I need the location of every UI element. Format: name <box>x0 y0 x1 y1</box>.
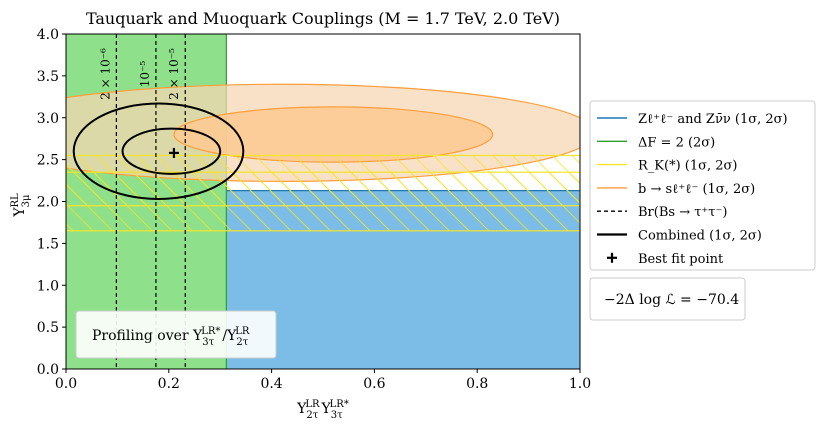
legend-label-bsll: b → sℓ⁺ℓ⁻ (1σ, 2σ) <box>638 182 755 197</box>
legend-entry-comb: Combined (1σ, 2σ) <box>597 229 762 244</box>
br-lines: 2 × 10⁻⁶ 10⁻⁵ 2 × 10⁻⁵ <box>98 34 186 369</box>
chart-title: Tauquark and Muoquark Couplings (M = 1.7… <box>86 9 560 28</box>
profiling-box: Profiling over Y3τLR*/Y2τLR <box>75 310 277 359</box>
y-tick-label-6: 3.0 <box>37 111 59 127</box>
y-tick-label-5: 2.5 <box>37 153 59 169</box>
y-tick-label-3: 1.5 <box>37 236 59 252</box>
legend-label-best: Best fit point <box>638 252 724 267</box>
y-tick-label-7: 3.5 <box>37 69 59 85</box>
legend-label-br: Br(Bs → τ⁺τ⁻) <box>638 205 727 220</box>
legend-box <box>589 100 816 271</box>
bsll-1sigma-region <box>173 106 494 163</box>
y-tick-label-0: 0.0 <box>37 362 59 378</box>
loglik-text: −2Δ log ℒ = −70.4 <box>604 292 739 308</box>
x-tick-label-0: 0.0 <box>55 376 77 392</box>
profiling-text: Profiling over Y3τLR*/Y2τLR <box>92 326 250 348</box>
y-axis-title: Y3μRL <box>10 193 32 218</box>
contours <box>72 102 245 200</box>
best-fit-marker <box>168 147 179 158</box>
legend-label-z: Zℓ⁺ℓ⁻ and Zν̄ν (1σ, 2σ) <box>638 112 788 127</box>
legend: Zℓ⁺ℓ⁻ and Zν̄ν (1σ, 2σ) ΔF = 2 (2σ) R_K(*)… <box>589 100 816 271</box>
x-tick-label-1: 0.2 <box>158 376 180 392</box>
plot-area: 2 × 10⁻⁶ 10⁻⁵ 2 × 10⁻⁵ <box>66 34 580 369</box>
x-tick-label-5: 1.0 <box>569 376 591 392</box>
combined-2sigma-contour <box>72 102 245 200</box>
y-tick-label-4: 2.0 <box>37 195 59 211</box>
legend-entry-br: Br(Bs → τ⁺τ⁻) <box>597 205 727 220</box>
combined-1sigma-contour <box>121 127 222 175</box>
br-label-2: 2 × 10⁻⁵ <box>167 48 181 100</box>
legend-items: Zℓ⁺ℓ⁻ and Zν̄ν (1σ, 2σ) ΔF = 2 (2σ) R_K(*)… <box>597 112 788 267</box>
br-label-0: 2 × 10⁻⁶ <box>98 48 112 100</box>
x-axis-ticks: 0.0 0.2 0.4 0.6 0.8 1.0 <box>55 369 591 392</box>
x-tick-label-4: 0.8 <box>466 376 488 392</box>
x-tick-label-2: 0.4 <box>260 376 282 392</box>
y-tick-label-2: 1.0 <box>37 278 59 294</box>
regions <box>66 34 580 369</box>
legend-entry-z: Zℓ⁺ℓ⁻ and Zν̄ν (1σ, 2σ) <box>597 112 788 127</box>
x-tick-label-3: 0.6 <box>363 376 385 392</box>
legend-entry-bsll: b → sℓ⁺ℓ⁻ (1σ, 2σ) <box>597 182 755 197</box>
legend-label-rk: R_K(*) (1σ, 2σ) <box>638 159 737 174</box>
loglik-box: −2Δ log ℒ = −70.4 <box>589 277 746 321</box>
y-axis-ticks: 0.0 0.5 1.0 1.5 2.0 2.5 3.0 3.5 4.0 <box>37 27 66 378</box>
legend-entry-rk: R_K(*) (1σ, 2σ) <box>597 159 737 174</box>
legend-label-comb: Combined (1σ, 2σ) <box>638 229 762 244</box>
legend-entry-df: ΔF = 2 (2σ) <box>597 135 715 150</box>
y-tick-label-8: 4.0 <box>37 27 59 43</box>
br-label-1: 10⁻⁵ <box>138 61 152 88</box>
y-tick-label-1: 0.5 <box>37 320 59 336</box>
legend-entry-best: Best fit point <box>607 252 724 267</box>
rk-1sigma-band <box>66 171 580 207</box>
legend-swatch-best <box>607 252 617 263</box>
legend-label-df: ΔF = 2 (2σ) <box>638 135 715 150</box>
